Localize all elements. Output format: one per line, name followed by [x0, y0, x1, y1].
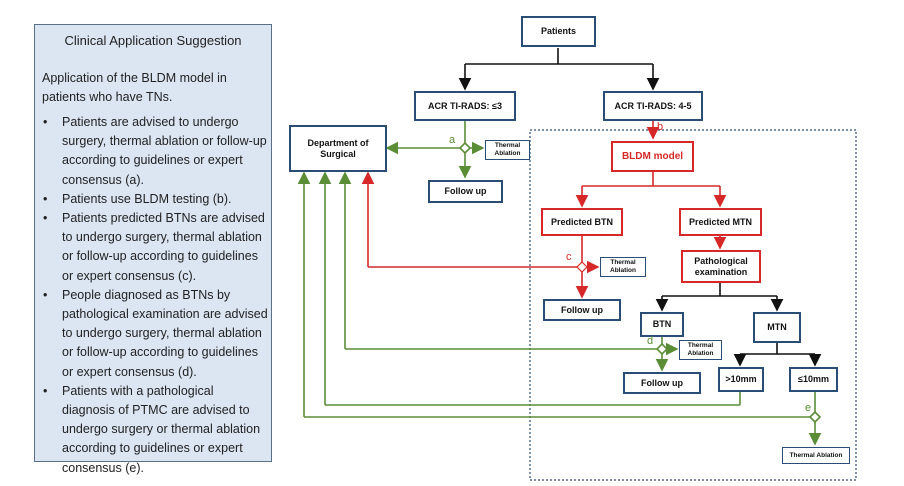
list-item-text: Patients predicted BTNs are advised to u…: [62, 211, 265, 283]
panel-intro: Application of the BLDM model in patient…: [42, 71, 227, 104]
thermal-ablation-c: Thermal Ablation: [600, 257, 646, 277]
mtn-node: MTN: [753, 312, 801, 343]
bldm-model-node: BLDM model: [611, 141, 694, 172]
pathological-exam-node: Pathological examination: [681, 250, 761, 283]
list-item: • Patients predicted BTNs are advised to …: [40, 209, 268, 286]
patients-node: Patients: [521, 16, 596, 47]
suggestion-list: • Patients are advised to undergo surgery…: [40, 113, 268, 478]
bullet: •: [43, 211, 48, 226]
bullet: •: [43, 287, 48, 302]
label-c: c: [566, 251, 572, 263]
list-item-text: Patients use BLDM testing (b).: [62, 191, 232, 206]
list-item: • People diagnosed as BTNs by pathologica…: [40, 286, 268, 382]
list-item-text: Patients are advised to undergo surgery,…: [62, 115, 267, 187]
panel-title: Clinical Application Suggestion: [64, 33, 242, 48]
followup-c-node: Follow up: [543, 299, 621, 321]
label-e: e: [805, 402, 812, 414]
list-item: • Patients use BLDM testing (b).: [40, 190, 268, 209]
tirads-low-node: ACR TI-RADS: ≤3: [414, 91, 516, 121]
label-b: b: [657, 121, 664, 133]
thermal-ablation-d: Thermal Ablation: [679, 340, 722, 360]
bullet: •: [43, 383, 48, 398]
predicted-mtn-node: Predicted MTN: [679, 208, 762, 236]
tirads-high-node: ACR TI-RADS: 4-5: [603, 91, 703, 121]
bullet: •: [43, 115, 48, 129]
thermal-ablation-e: Thermal Ablation: [782, 447, 850, 464]
predicted-btn-node: Predicted BTN: [541, 208, 623, 236]
label-a: a: [449, 134, 456, 146]
thermal-ablation-a: Thermal Ablation: [485, 140, 530, 160]
label-d: d: [647, 335, 654, 347]
btn-node: BTN: [640, 312, 684, 337]
followup-d-node: Follow up: [623, 372, 701, 394]
gt10mm-node: >10mm: [718, 367, 764, 392]
list-item: • Patients with a pathological diagnosis …: [40, 382, 268, 478]
list-item-text: Patients with a pathological diagnosis o…: [62, 383, 261, 475]
bullet: •: [43, 191, 48, 206]
clinical-suggestion-panel: Clinical Application Suggestion Applicat…: [34, 24, 272, 475]
followup-a-node: Follow up: [428, 180, 503, 203]
dept-surgical-node: Department of Surgical: [289, 125, 387, 172]
bldm-dotted-region: [529, 129, 857, 481]
list-item-text: People diagnosed as BTNs by pathological…: [62, 287, 268, 379]
le10mm-node: ≤10mm: [789, 367, 838, 392]
list-item: • Patients are advised to undergo surgery…: [40, 113, 268, 190]
